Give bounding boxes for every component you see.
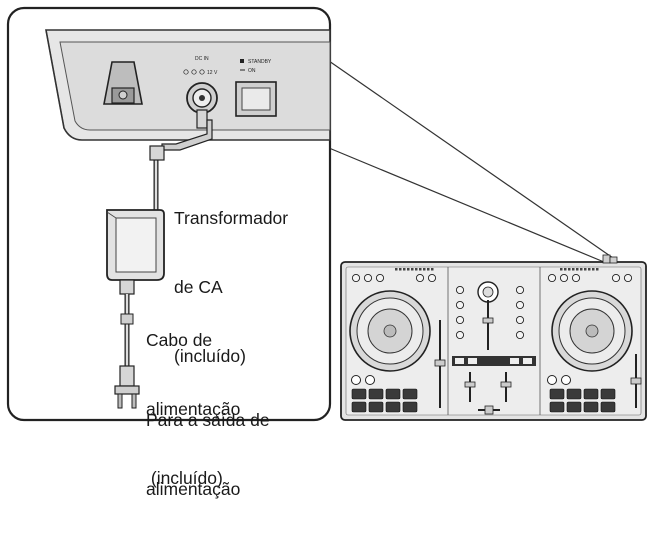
zoom-line-bottom [328, 147, 605, 263]
indicator-icon [572, 268, 575, 271]
polarity-symbol-icon [183, 69, 205, 75]
jog-wheel-right-icon [551, 290, 633, 372]
pad-icon [385, 388, 401, 400]
standby-marker-icon [240, 59, 244, 63]
indicator-icon [580, 268, 583, 271]
wall-plug-icon [114, 365, 140, 409]
controller-knobs [351, 268, 633, 340]
indicator-icon [419, 268, 422, 271]
indicator-icon [592, 268, 595, 271]
pad-icon [549, 388, 565, 400]
indicator-icon [407, 268, 410, 271]
diagram-artwork: DC IN 12 V STANDBY ON [6, 6, 647, 422]
connection-diagram: DC IN 12 V STANDBY ON [6, 6, 647, 499]
adapter-label: Transformador de CA (incluído) [174, 161, 288, 414]
dc-in-label: DC IN [195, 56, 209, 62]
transport-button-icon [561, 375, 571, 385]
indicator-icon [568, 268, 571, 271]
knob-icon [515, 285, 525, 295]
knob-icon [455, 330, 465, 340]
indicator-icon [588, 268, 591, 271]
knob-icon [515, 300, 525, 310]
knob-icon [363, 273, 373, 283]
knob-icon [415, 273, 425, 283]
pad-icon [566, 388, 582, 400]
pad-icon [402, 401, 418, 413]
adapter-label-line: (incluído) [174, 346, 246, 366]
indicator-icon [403, 268, 406, 271]
knob-icon [375, 273, 385, 283]
knob-icon [547, 273, 557, 283]
outlet-label-line: alimentação [146, 479, 241, 499]
outlet-label: Para a saída de alimentação [146, 363, 270, 547]
outlet-label-line: Para a saída de [146, 410, 270, 430]
indicator-icon [399, 268, 402, 271]
knob-icon [515, 330, 525, 340]
knob-icon [515, 315, 525, 325]
pad-icon [583, 388, 599, 400]
indicator-icon [411, 268, 414, 271]
indicator-icon [560, 268, 563, 271]
pad-icon [368, 388, 384, 400]
lock-slot-icon [103, 61, 143, 105]
pad-icon [351, 401, 367, 413]
knob-icon [611, 273, 621, 283]
pad-icon [566, 401, 582, 413]
indicator-icon [431, 268, 434, 271]
indicator-icon [415, 268, 418, 271]
indicator-icon [564, 268, 567, 271]
adapter-dc-cable [149, 145, 165, 212]
knob-icon [351, 273, 361, 283]
power-cable-label-line: alimentação [146, 399, 241, 419]
pad-icon [368, 401, 384, 413]
power-cable-label-line: Cabo de [146, 330, 213, 350]
pad-icon [600, 401, 616, 413]
knob-icon [427, 273, 437, 283]
rear-panel [45, 29, 331, 141]
dc-in-jack [186, 82, 218, 114]
knob-icon [623, 273, 633, 283]
ac-adapter [106, 209, 165, 281]
knob-icon [455, 300, 465, 310]
pad-icon [351, 388, 367, 400]
standby-label: STANDBY [248, 59, 272, 65]
transport-button-icon [351, 375, 361, 385]
dc-voltage-label: 12 V [207, 70, 218, 76]
on-label: ON [248, 68, 256, 74]
knob-icon [559, 273, 569, 283]
zoom-line-top [328, 60, 614, 259]
mixer-section [452, 281, 536, 415]
indicator-icon [427, 268, 430, 271]
tempo-faders [434, 320, 642, 408]
pad-icon [549, 401, 565, 413]
power-switch [235, 81, 277, 117]
knob-icon [455, 315, 465, 325]
indicator-icon [584, 268, 587, 271]
pad-icon [402, 388, 418, 400]
transport-button-icon [547, 375, 557, 385]
pad-icon [583, 401, 599, 413]
adapter-label-line: de CA [174, 277, 223, 297]
indicator-icon [423, 268, 426, 271]
indicator-icon [596, 268, 599, 271]
pad-icon [385, 401, 401, 413]
knob-icon [455, 285, 465, 295]
knob-icon [571, 273, 581, 283]
indicator-icon [395, 268, 398, 271]
jog-wheel-left-icon [349, 290, 431, 372]
power-cable [119, 279, 135, 366]
pad-icon [600, 388, 616, 400]
transport-button-icon [365, 375, 375, 385]
indicator-icon [576, 268, 579, 271]
controller-pads [351, 375, 616, 413]
adapter-label-line: Transformador [174, 208, 289, 228]
